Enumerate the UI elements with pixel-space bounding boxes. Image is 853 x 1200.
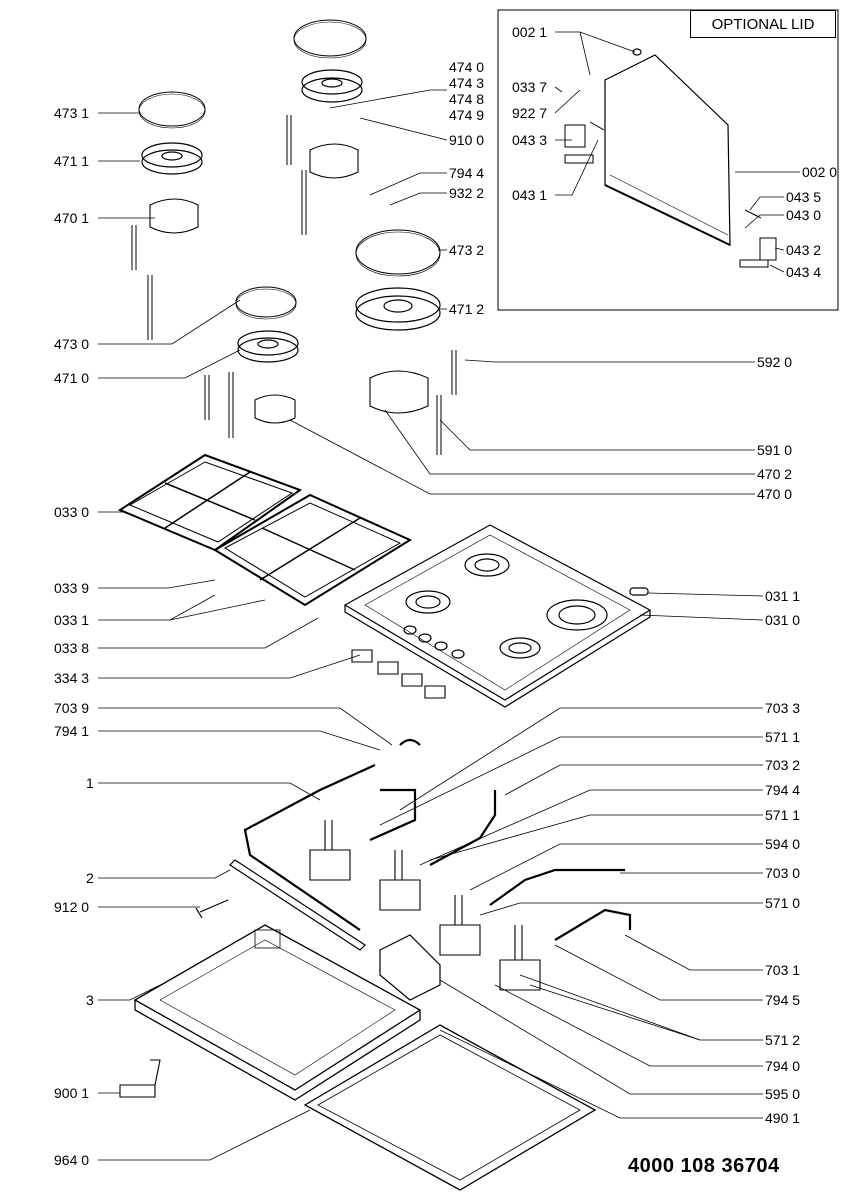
hob-seal xyxy=(303,1024,597,1191)
part-label-703-9: 703 9 xyxy=(54,700,90,716)
clip-900 xyxy=(119,1059,161,1098)
part-label-471-0: 471 0 xyxy=(54,370,90,386)
part-label-595-0: 595 0 xyxy=(765,1086,801,1102)
part-label-964-0: 964 0 xyxy=(54,1152,90,1168)
part-label-043-0: 043 0 xyxy=(786,207,822,223)
part-label-474-0: 474 0 xyxy=(449,59,485,75)
part-label-033-8: 033 8 xyxy=(54,640,90,656)
part-label-794-4-top: 794 4 xyxy=(449,165,485,181)
part-label-334-3: 334 3 xyxy=(54,670,90,686)
gas-pipes xyxy=(243,738,632,941)
part-label-031-1: 031 1 xyxy=(765,588,801,604)
part-label-474-8: 474 8 xyxy=(449,91,485,107)
part-label-1: 1 xyxy=(86,775,94,791)
glass-lid xyxy=(604,48,731,246)
screw-912 xyxy=(195,899,229,919)
optional-lid-title: OPTIONAL LID xyxy=(690,10,836,38)
part-label-471-1: 471 1 xyxy=(54,153,90,169)
part-label-794-0: 794 0 xyxy=(765,1058,801,1074)
part-label-043-2: 043 2 xyxy=(786,242,822,258)
leader-lines xyxy=(98,31,636,1161)
part-label-043-4: 043 4 xyxy=(786,264,822,280)
part-label-703-1: 703 1 xyxy=(765,962,801,978)
part-label-002-0: 002 0 xyxy=(802,164,838,180)
part-label-932-2: 932 2 xyxy=(449,185,485,201)
part-label-470-1: 470 1 xyxy=(54,210,90,226)
part-label-033-7: 033 7 xyxy=(512,79,548,95)
part-label-471-2: 471 2 xyxy=(449,301,485,317)
part-label-470-0: 470 0 xyxy=(757,486,793,502)
part-label-474-9: 474 9 xyxy=(449,107,485,123)
part-label-794-5: 794 5 xyxy=(765,992,801,1008)
gas-valves xyxy=(309,820,541,991)
part-label-703-2: 703 2 xyxy=(765,757,801,773)
part-label-571-0: 571 0 xyxy=(765,895,801,911)
thermocouples xyxy=(131,115,457,455)
part-label-043-5: 043 5 xyxy=(786,189,822,205)
ignition-unit xyxy=(379,934,441,1001)
burner-caps xyxy=(138,19,441,320)
part-label-912-0: 912 0 xyxy=(54,899,90,915)
part-label-3: 3 xyxy=(86,992,94,1008)
part-label-703-3: 703 3 xyxy=(765,700,801,716)
document-number: 4000 108 36704 xyxy=(628,1155,780,1177)
part-label-033-1: 033 1 xyxy=(54,612,90,628)
part-label-794-4-b: 794 4 xyxy=(765,782,801,798)
part-label-043-1: 043 1 xyxy=(512,187,548,203)
part-label-473-1: 473 1 xyxy=(54,105,90,121)
burner-cups xyxy=(149,143,429,424)
burner-heads xyxy=(141,69,441,363)
part-label-591-0: 591 0 xyxy=(757,442,793,458)
hob-top xyxy=(343,524,652,708)
part-label-473-0: 473 0 xyxy=(54,336,90,352)
part-label-033-0: 033 0 xyxy=(54,504,90,520)
part-label-490-1: 490 1 xyxy=(765,1110,801,1126)
part-label-571-2: 571 2 xyxy=(765,1032,801,1048)
control-knobs xyxy=(351,649,446,699)
part-label-2: 2 xyxy=(86,870,94,886)
part-label-910-0: 910 0 xyxy=(449,132,485,148)
part-label-031-0: 031 0 xyxy=(765,612,801,628)
part-label-592-0: 592 0 xyxy=(757,354,793,370)
part-label-474-3: 474 3 xyxy=(449,75,485,91)
part-label-703-0: 703 0 xyxy=(765,865,801,881)
part-label-900-1: 900 1 xyxy=(54,1085,90,1101)
bottom-tray xyxy=(133,924,422,1101)
part-label-043-3: 043 3 xyxy=(512,132,548,148)
lid-hinges xyxy=(564,121,777,268)
part-label-033-9: 033 9 xyxy=(54,580,90,596)
part-label-594-0: 594 0 xyxy=(765,836,801,852)
part-label-922-7: 922 7 xyxy=(512,105,548,121)
pan-supports xyxy=(117,453,413,607)
part-label-571-1-a: 571 1 xyxy=(765,729,801,745)
part-label-571-1-b: 571 1 xyxy=(765,807,801,823)
part-label-473-2: 473 2 xyxy=(449,242,485,258)
part-label-794-1: 794 1 xyxy=(54,723,90,739)
part-label-470-2: 470 2 xyxy=(757,466,793,482)
optional-lid-frame xyxy=(497,9,839,311)
part-label-002-1: 002 1 xyxy=(512,24,548,40)
support-bar xyxy=(229,859,366,951)
